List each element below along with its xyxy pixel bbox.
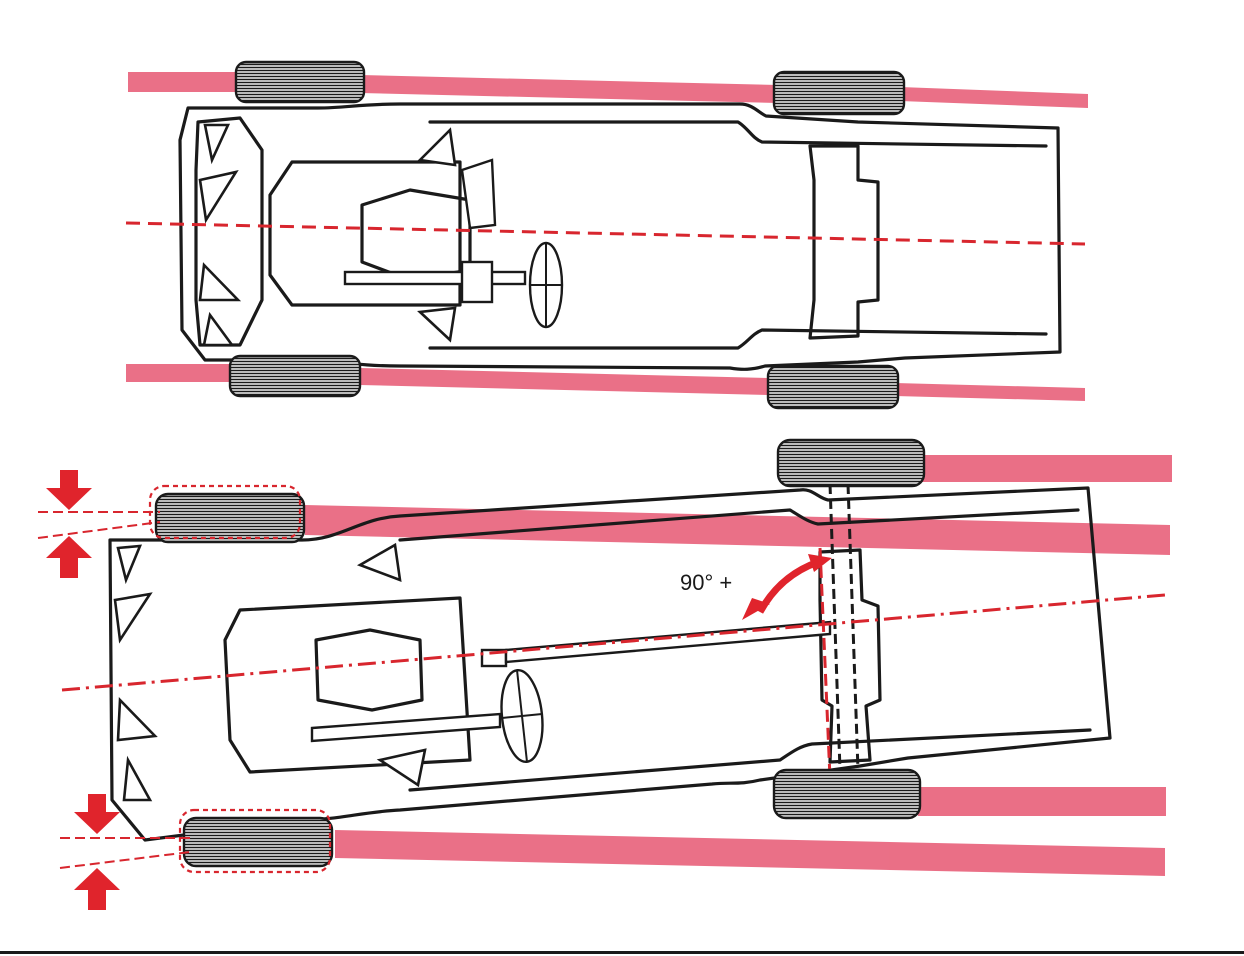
down-arrow-icon — [46, 470, 92, 510]
track-band — [305, 505, 1170, 555]
tire-icon — [772, 70, 906, 116]
tires-top — [228, 60, 906, 410]
gusset — [198, 262, 242, 302]
tires-bottom — [154, 438, 926, 868]
tire-icon — [776, 438, 926, 488]
tire-icon — [228, 354, 362, 398]
steering-assembly — [343, 158, 564, 329]
reference-lines — [37, 511, 191, 869]
track-bands — [126, 72, 1088, 401]
rear-axle-housing — [808, 144, 880, 340]
gusset — [198, 170, 239, 224]
track-band-lower-mid — [360, 368, 768, 395]
track-band — [335, 830, 1165, 876]
steering-assembly-twisted — [310, 620, 832, 763]
driveshaft — [504, 620, 832, 664]
tire-outline-front-bottom — [178, 808, 332, 874]
up-arrow-icon — [46, 536, 92, 578]
gusset — [116, 696, 158, 742]
inner-rail-bottom — [428, 328, 1048, 350]
gusset — [417, 127, 457, 167]
gearbox-bell — [460, 158, 497, 230]
tire-icon — [182, 816, 334, 868]
transmission-tunnel-twisted — [314, 628, 424, 712]
steering-column-twisted — [310, 712, 502, 743]
centerline-bottom — [61, 593, 1166, 692]
rear-axle-housing-twisted — [818, 548, 882, 764]
angle-label: 90° + — [680, 570, 732, 595]
transmission-tunnel — [360, 188, 472, 282]
track-band-upper-right — [900, 87, 1088, 108]
track-band-upper-mid — [360, 75, 778, 103]
down-arrow-icon — [74, 794, 120, 834]
chassis-frame-twisted — [108, 486, 1112, 842]
up-arrow-icon — [74, 868, 120, 910]
centerline-top — [125, 221, 1086, 246]
gusset — [417, 306, 457, 343]
track-band-lower-left — [126, 364, 231, 382]
arrows — [46, 470, 832, 910]
front-gussets — [198, 123, 457, 347]
gusset — [116, 544, 143, 585]
gusset — [376, 748, 427, 788]
gusset — [113, 592, 153, 644]
gusset — [203, 123, 231, 165]
tire-icon — [766, 364, 900, 410]
tire-icon — [234, 60, 366, 104]
track-band — [920, 455, 1172, 482]
inner-rail-top-twisted — [398, 508, 1080, 542]
front-gussets-twisted — [113, 542, 427, 802]
bottom-rule — [0, 951, 1244, 954]
tire-icon — [772, 768, 922, 820]
front-crossmember — [268, 160, 462, 307]
track-band-lower-right — [895, 383, 1085, 401]
steering-box — [460, 260, 494, 304]
aligned-chassis-panel — [125, 60, 1088, 410]
misaligned-chassis-panel: 90° + — [37, 438, 1172, 910]
tire-icon — [154, 492, 306, 544]
curved-double-arrow-icon — [742, 554, 832, 620]
chassis-frame — [178, 102, 1062, 371]
gusset — [122, 755, 153, 802]
gusset — [356, 542, 402, 582]
outer-frame-twisted — [108, 486, 1112, 842]
rear-axle-lines — [818, 483, 860, 779]
inner-rail-bottom-twisted — [408, 728, 1092, 792]
track-bands-lower — [305, 455, 1172, 876]
track-band-upper-left — [128, 72, 238, 92]
engine-bay-left — [194, 116, 264, 347]
gusset — [202, 311, 235, 347]
front-crossmember-twisted — [223, 596, 472, 774]
inner-rail-top — [428, 120, 1048, 148]
track-band — [918, 787, 1166, 816]
steering-column — [343, 270, 527, 286]
